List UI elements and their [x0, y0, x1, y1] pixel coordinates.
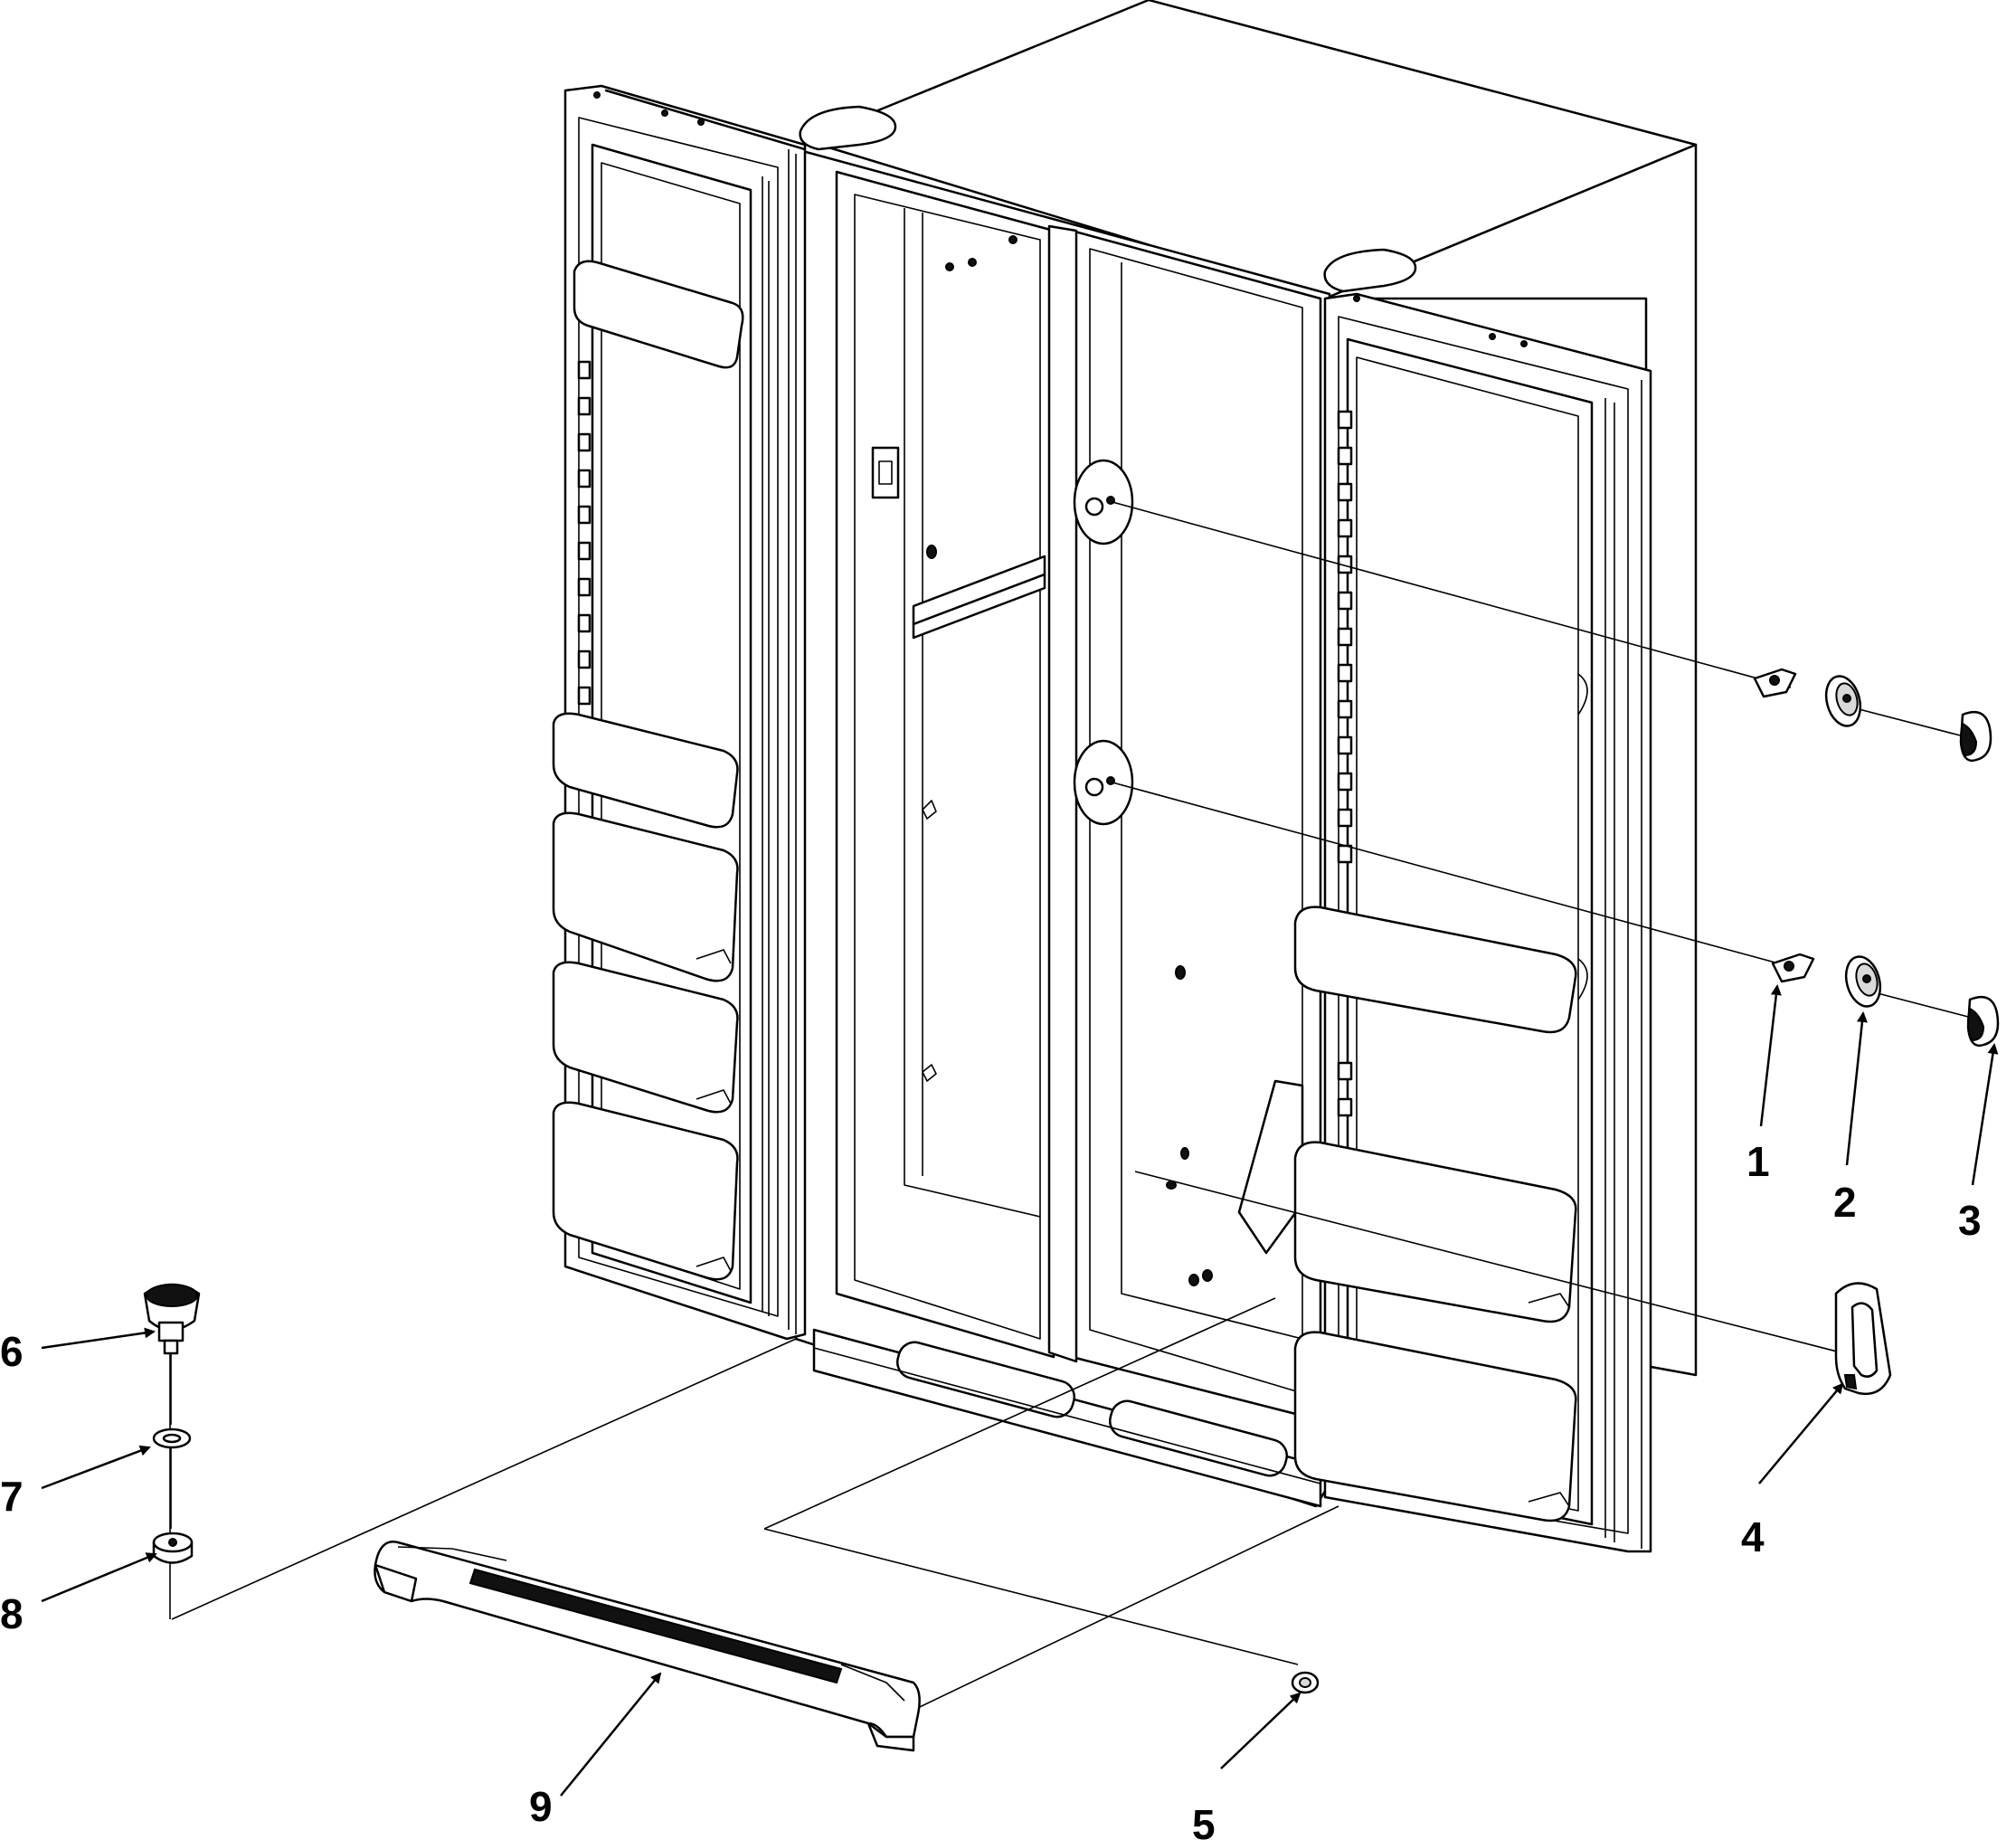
callout-1: 1	[1746, 1138, 1770, 1185]
freezer-door-bin-1	[552, 712, 739, 829]
callout-8: 8	[0, 1590, 24, 1637]
freezer-door-bin-3	[552, 961, 739, 1114]
refrigerator-cabinet	[794, 0, 1698, 1508]
callout-5: 5	[1192, 1801, 1216, 1840]
fresh-food-door	[1293, 292, 1652, 1553]
hinge-mount-lower	[1073, 739, 1134, 826]
hinge-cam-upper	[1824, 675, 1862, 727]
door-stop-bracket	[1834, 1282, 1892, 1396]
toe-grille	[374, 1541, 921, 1752]
hinge-cap-upper	[1959, 710, 1992, 763]
hinge-cam-lower	[1844, 955, 1882, 1008]
leveling-roller	[143, 1283, 201, 1425]
fresh-food-door-bin-1	[1293, 906, 1577, 1034]
callout-labels: 1 2 3 4 5 6 7 8 9	[0, 1138, 1982, 1840]
callout-7: 7	[0, 1473, 24, 1520]
hinge-clip-upper	[1753, 668, 1797, 698]
callout-6: 6	[0, 1328, 24, 1375]
freezer-door	[552, 84, 807, 1341]
center-mullion	[1047, 224, 1078, 1363]
callout-2: 2	[1833, 1179, 1857, 1226]
callout-3: 3	[1958, 1197, 1982, 1244]
callout-9: 9	[529, 1783, 553, 1830]
washer-part7	[152, 1427, 192, 1529]
freezer-door-bin-top	[573, 260, 744, 369]
explode-lines	[169, 501, 1973, 1715]
ice-maker-mount	[871, 446, 900, 499]
spacer-part8	[152, 1532, 194, 1564]
top-hinge-cover-right	[1323, 248, 1417, 293]
callout-arrows	[41, 984, 1999, 1797]
washer-part5	[1291, 1671, 1320, 1694]
freezer-door-bin-4	[552, 1101, 739, 1281]
fresh-food-compartment	[1070, 229, 1322, 1422]
hinge-cap-lower	[1966, 995, 2000, 1048]
freezer-compartment	[835, 170, 1055, 1359]
top-hinge-cover-left	[799, 105, 897, 151]
callout-4: 4	[1741, 1513, 1765, 1560]
freezer-door-bin-2	[552, 811, 739, 982]
hinge-clip-lower	[1771, 953, 1815, 983]
freezer-door-rail-indents	[577, 360, 592, 706]
hinge-mount-upper	[1073, 459, 1134, 545]
